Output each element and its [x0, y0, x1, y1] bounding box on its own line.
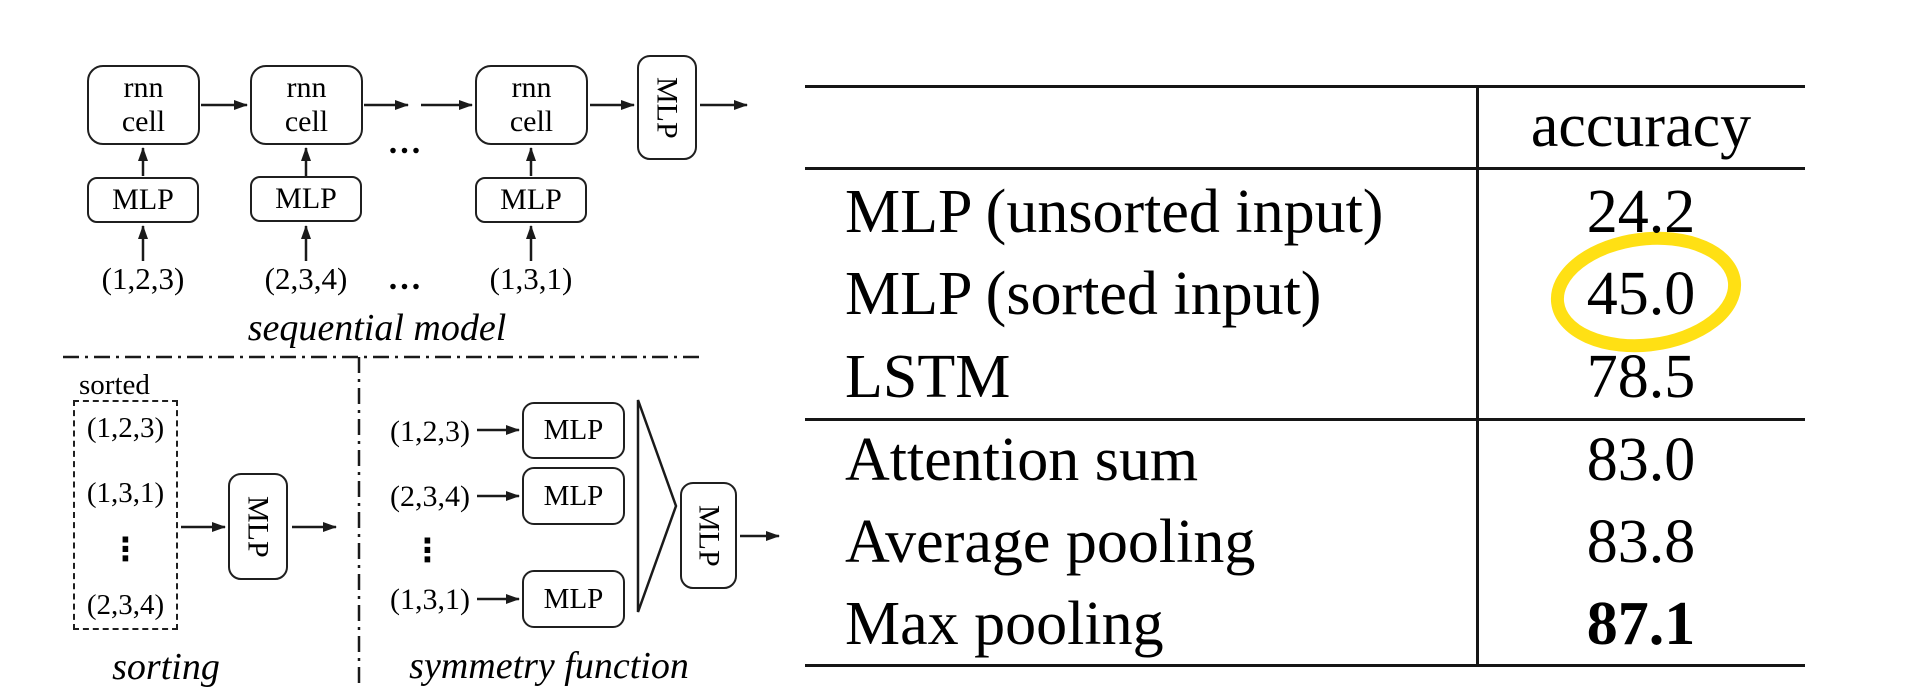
highlight-ellipse — [1550, 231, 1742, 353]
rnn-label-line1: rnn — [123, 71, 164, 105]
symmetry-vdots: ⋮ — [411, 531, 444, 569]
symmetry-mlp-box-1: MLP — [522, 402, 625, 459]
mlp-box-sorting: MLP — [228, 473, 288, 580]
mlp-label: MLP — [275, 182, 337, 216]
sorted-item-1: (1,2,3) — [86, 412, 165, 444]
table-rule-bottom — [805, 664, 1805, 667]
aggregation-triangle — [636, 399, 678, 613]
symmetry-input-1: (1,2,3) — [390, 415, 470, 448]
row-label-mlp-unsorted: MLP (unsorted input) — [845, 177, 1384, 246]
rnn-label-line1: rnn — [511, 71, 552, 105]
row-label-attention-sum: Attention sum — [845, 425, 1199, 494]
rnn-label-line2: cell — [509, 105, 554, 138]
output-mlp-box-sequential: MLP — [637, 55, 697, 160]
input-tuple-1: (1,2,3) — [101, 261, 185, 296]
mlp-box-2: MLP — [250, 176, 362, 222]
mlp-label: MLP — [543, 479, 604, 512]
sorted-label: sorted — [79, 369, 150, 401]
sorted-set-box — [73, 400, 178, 630]
input-tuple-3: (1,3,1) — [489, 261, 573, 296]
sorted-item-3: (2,3,4) — [86, 589, 165, 621]
row-label-lstm: LSTM — [845, 342, 1011, 411]
symmetry-mlp-box-2: MLP — [522, 467, 625, 525]
rnn-label-line1: rnn — [286, 71, 327, 105]
sorted-item-2: (1,3,1) — [86, 477, 165, 509]
sequence-ellipsis-top: ... — [388, 124, 424, 161]
table-rule-top — [805, 85, 1805, 88]
symmetry-input-3: (1,3,1) — [390, 583, 470, 616]
mlp-label: MLP — [112, 183, 174, 217]
accuracy-header: accuracy — [1530, 91, 1752, 160]
table-rule-header — [805, 167, 1805, 170]
output-mlp-box-symmetry: MLP — [680, 482, 737, 589]
input-tuple-2: (2,3,4) — [264, 261, 348, 296]
mlp-label: MLP — [543, 582, 604, 615]
sorted-vdots: ⋮ — [109, 530, 142, 568]
sequence-ellipsis-bottom: ... — [388, 260, 424, 297]
mlp-label: MLP — [500, 183, 562, 217]
row-label-average-pooling: Average pooling — [845, 507, 1256, 576]
table-rule-mid — [805, 418, 1805, 421]
row-value-average-pooling: 83.8 — [1586, 507, 1696, 576]
rnn-label-line2: cell — [121, 105, 166, 138]
row-label-mlp-sorted: MLP (sorted input) — [845, 259, 1322, 328]
symmetry-mlp-box-3: MLP — [522, 570, 625, 628]
rnn-label-line2: cell — [284, 105, 329, 138]
symmetry-function-caption: symmetry function — [409, 645, 689, 687]
row-value-mlp-sorted: 45.0 — [1586, 259, 1696, 328]
row-label-max-pooling: Max pooling — [845, 589, 1164, 658]
sorting-caption: sorting — [112, 646, 220, 688]
mlp-label: MLP — [543, 414, 604, 447]
mlp-box-1: MLP — [87, 177, 199, 223]
row-value-lstm: 78.5 — [1586, 342, 1696, 411]
row-value-attention-sum: 83.0 — [1586, 425, 1696, 494]
sequential-model-caption: sequential model — [247, 307, 507, 349]
mlp-box-3: MLP — [475, 177, 587, 223]
table-column-divider — [1476, 85, 1479, 667]
symmetry-input-2: (2,3,4) — [390, 480, 470, 513]
row-value-max-pooling: 87.1 — [1586, 589, 1696, 658]
